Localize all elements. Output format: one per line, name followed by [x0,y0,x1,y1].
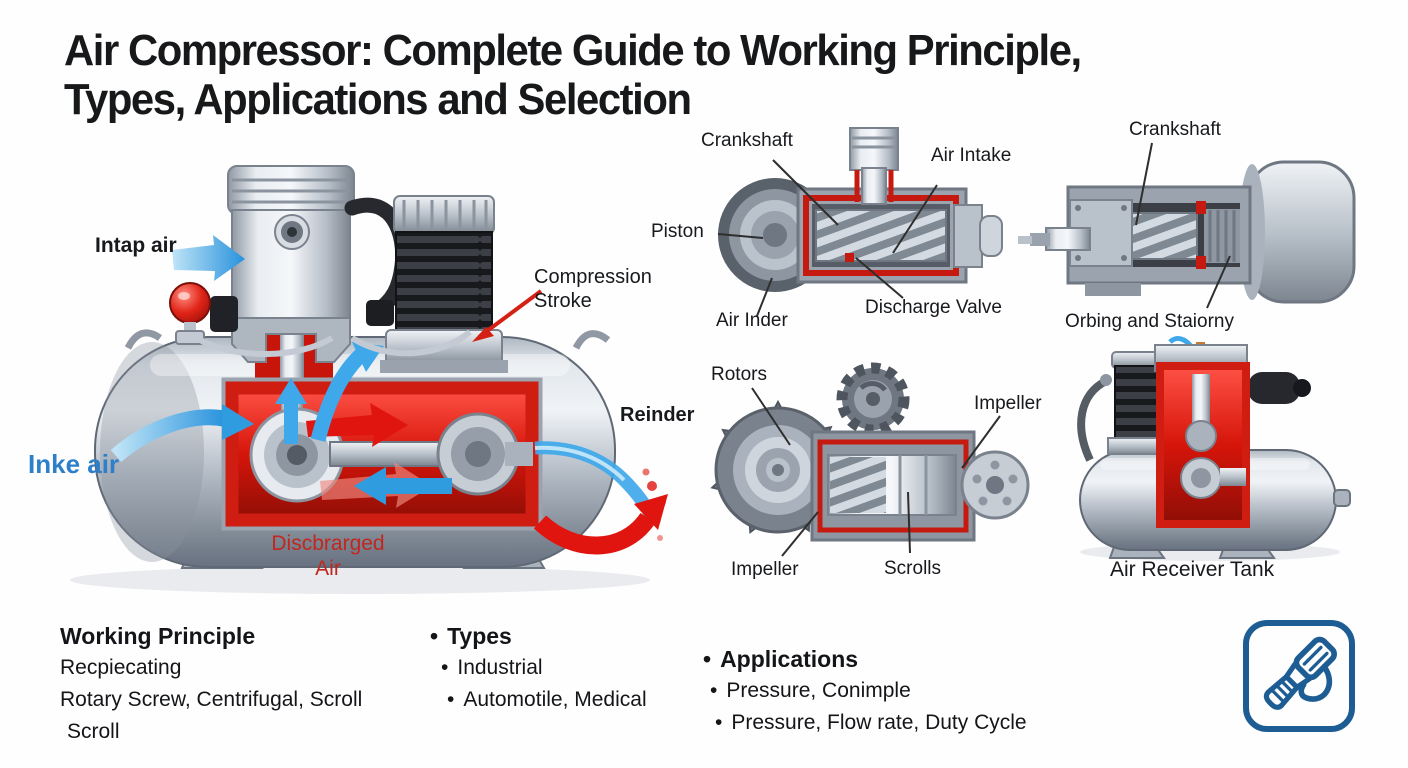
pressure-gauge [169,282,472,357]
tank-left-cap [100,342,204,562]
finned-cylinder [344,195,508,373]
leader-lines [717,142,1231,557]
label-discharge-valve: Discharge Valve [865,297,1002,318]
label-air-intake: Air Intake [931,145,1012,166]
applications-item: Pressure, Conimple [703,675,1027,707]
applications-heading: Applications [703,643,1027,675]
label-impeller-top: Impeller [974,393,1042,414]
page-title-line1: Air Compressor: Complete Guide to Workin… [64,26,1082,75]
types-item: Automotile, Medical [430,684,646,716]
section-applications: Applications Pressure, Conimple Pressure… [703,643,1027,739]
flow-arrows [275,342,452,508]
label-rotors: Rotors [711,364,767,385]
label-compression-stroke: Compression Stroke [534,266,652,312]
small-compressor-illustration [1077,336,1351,561]
piston-cylinder [227,165,355,363]
working-principle-item: Scroll [67,720,120,743]
types-item: Industrial [430,652,647,684]
discharge-stream [533,441,668,555]
label-orbing: Orbing and Staiorny [1065,311,1234,332]
page-title: Air Compressor: Complete Guide to Workin… [64,26,1082,125]
intake-arrow [172,235,245,281]
inlet-arrow-head [222,404,254,440]
types-heading: Types [430,620,647,652]
main-compressor-illustration [70,165,668,594]
label-inlet-air: Inke air [28,449,120,479]
motor-screw-cutaway [1018,160,1356,304]
working-principle-heading: Working Principle [60,623,256,649]
label-crankshaft-mid: Crankshaft [701,130,793,151]
rotor-impeller-cutaway [710,362,1030,542]
label-render: Reinder [620,404,695,426]
tank-handle-left [124,329,163,350]
working-principle-item: Rotary Screw, Centrifugal, Scroll [60,688,363,711]
air-gun-glyph [1263,636,1337,710]
label-crankshaft-right: Crankshaft [1129,119,1221,140]
applications-item: Pressure, Flow rate, Duty Cycle [703,707,1026,739]
label-scrolls: Scrolls [884,558,942,579]
screw-compressor-cutaway [718,127,1003,292]
air-tool-icon [1243,620,1355,732]
label-air-receiver-tank: Air Receiver Tank [1110,558,1275,581]
compression-leader [477,289,543,339]
tank-handle-right [572,330,611,350]
section-working-principle: Working Principle Recpiecating Rotary Sc… [60,620,362,748]
compression-leader-tip [472,327,494,342]
label-impeller-bottom: Impeller [731,559,799,580]
ground-shadow [70,566,650,594]
label-discharged-air: Discbrarged Air [271,532,385,580]
label-air-inder: Air Inder [716,310,788,331]
inlet-arrow-curve [110,409,228,463]
label-intake-air: Intap air [95,234,177,257]
page-title-line2: Types, Applications and Selection [64,75,692,125]
working-principle-item: Recpiecating [60,656,182,679]
section-types: Types Industrial Automotile, Medical [430,620,647,716]
label-piston: Piston [651,221,704,242]
